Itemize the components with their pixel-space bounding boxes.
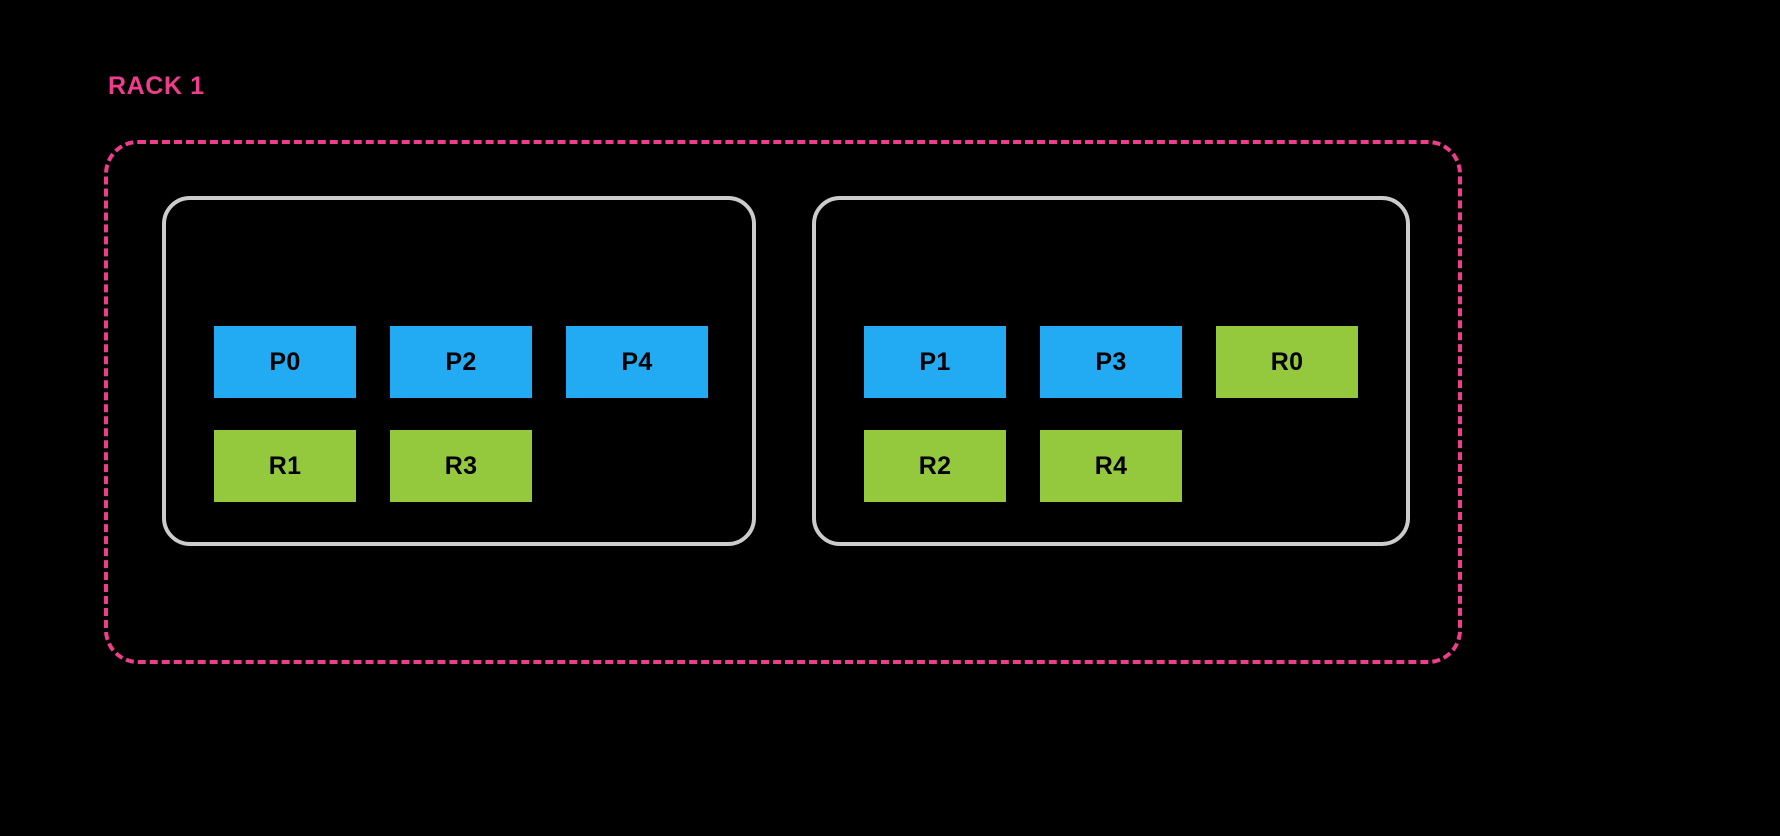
slot-p0[interactable]: P0 xyxy=(214,326,356,398)
server-box-0: P0 P2 P4 R1 R3 xyxy=(162,196,756,546)
slot-row-0-0: P0 P2 P4 xyxy=(214,326,732,398)
slot-row-1-1: R2 R4 xyxy=(864,430,1386,502)
slot-p2[interactable]: P2 xyxy=(390,326,532,398)
slot-r2[interactable]: R2 xyxy=(864,430,1006,502)
rack-boundary xyxy=(104,140,1462,664)
slot-p1[interactable]: P1 xyxy=(864,326,1006,398)
server-box-1: P1 P3 R0 R2 R4 xyxy=(812,196,1410,546)
slot-r0[interactable]: R0 xyxy=(1216,326,1358,398)
slot-row-1-0: P1 P3 R0 xyxy=(864,326,1386,398)
slot-p3[interactable]: P3 xyxy=(1040,326,1182,398)
slot-grid-0: P0 P2 P4 R1 R3 xyxy=(214,326,732,502)
slot-grid-1: P1 P3 R0 R2 R4 xyxy=(864,326,1386,502)
rack-title: RACK 1 xyxy=(108,72,205,100)
slot-r1[interactable]: R1 xyxy=(214,430,356,502)
slot-r4[interactable]: R4 xyxy=(1040,430,1182,502)
slot-row-0-1: R1 R3 xyxy=(214,430,732,502)
slot-p4[interactable]: P4 xyxy=(566,326,708,398)
slot-r3[interactable]: R3 xyxy=(390,430,532,502)
